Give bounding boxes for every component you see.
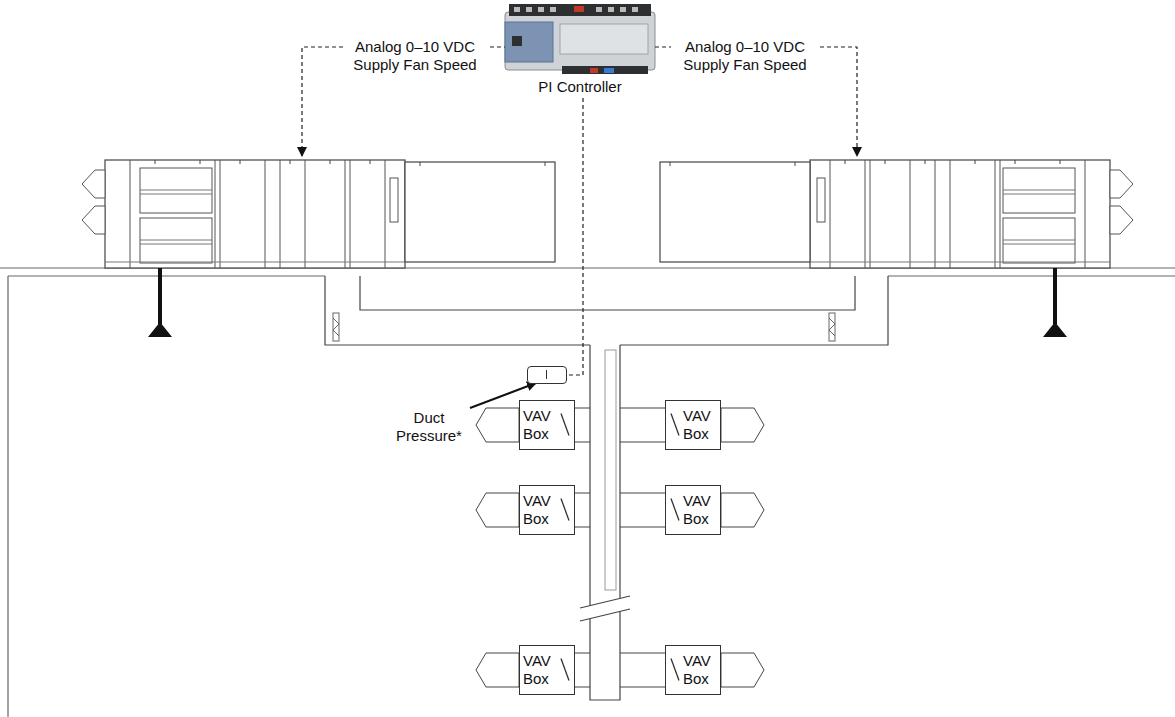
vav-box: VAV Box [519,400,575,450]
supply-duct [325,276,888,345]
signal-line [302,47,350,156]
vav-box: VAV Box [665,645,721,695]
vav-text-wrap: VAV Box [523,652,557,688]
diffuser [721,408,764,442]
vav-text-wrap: VAV Box [683,407,717,443]
signal-line [820,47,857,156]
vav-text-wrap: VAV Box [683,652,717,688]
branch-duct [575,653,665,687]
pressure-sensor: Duct Pressure* [527,366,567,384]
sensor-tube [605,350,616,590]
branch-duct [575,493,665,527]
main-duct [590,611,620,700]
vav-box: VAV Box [519,645,575,695]
diffuser [721,653,764,687]
sensor-probe [546,370,547,379]
controller-label: PI Controller [505,78,655,96]
signal-line [655,46,671,47]
vav-text-wrap: VAV Box [523,407,557,443]
diffuser [476,493,519,527]
signal-label: Analog 0–10 VDC Supply Fan Speed [675,38,815,74]
flex-connector [333,313,339,341]
wall-line [7,276,8,717]
signal-label: Analog 0–10 VDC Supply Fan Speed [345,38,485,74]
vav-box: VAV Box [665,485,721,535]
vav-box: VAV Box [519,485,575,535]
controller-image-space [505,4,655,78]
sensor-label: Duct Pressure* [389,409,469,445]
controller-node: PI Controller [505,4,655,96]
vav-label: VAV Box [523,492,557,528]
roof-line [8,275,325,276]
vav-label: VAV Box [523,652,557,688]
duct-break [580,609,630,621]
roof-line [888,275,1175,276]
signal-line [490,46,505,47]
duct-break [580,596,630,608]
damper-blade [671,414,679,436]
damper-blade [561,659,569,681]
diffuser [476,408,519,442]
flex-connector [829,313,835,341]
vav-box: VAV Box [665,400,721,450]
main-duct [590,345,620,606]
vav-label: VAV Box [683,492,717,528]
vav-label: VAV Box [683,407,717,443]
diffuser [476,653,519,687]
damper-blade [561,499,569,521]
damper-blade [671,659,679,681]
vav-label: VAV Box [683,652,717,688]
vav-text-wrap: VAV Box [683,492,717,528]
branch-duct [575,408,665,442]
damper-blade [671,499,679,521]
vav-text-wrap: VAV Box [523,492,557,528]
supply-duct [360,276,855,310]
damper-blade [561,414,569,436]
flex-connector [333,318,339,336]
signal-connector [567,98,583,375]
diffuser [721,493,764,527]
controller-picture [505,4,655,74]
vav-label: VAV Box [523,407,557,443]
flex-connector [829,318,835,336]
